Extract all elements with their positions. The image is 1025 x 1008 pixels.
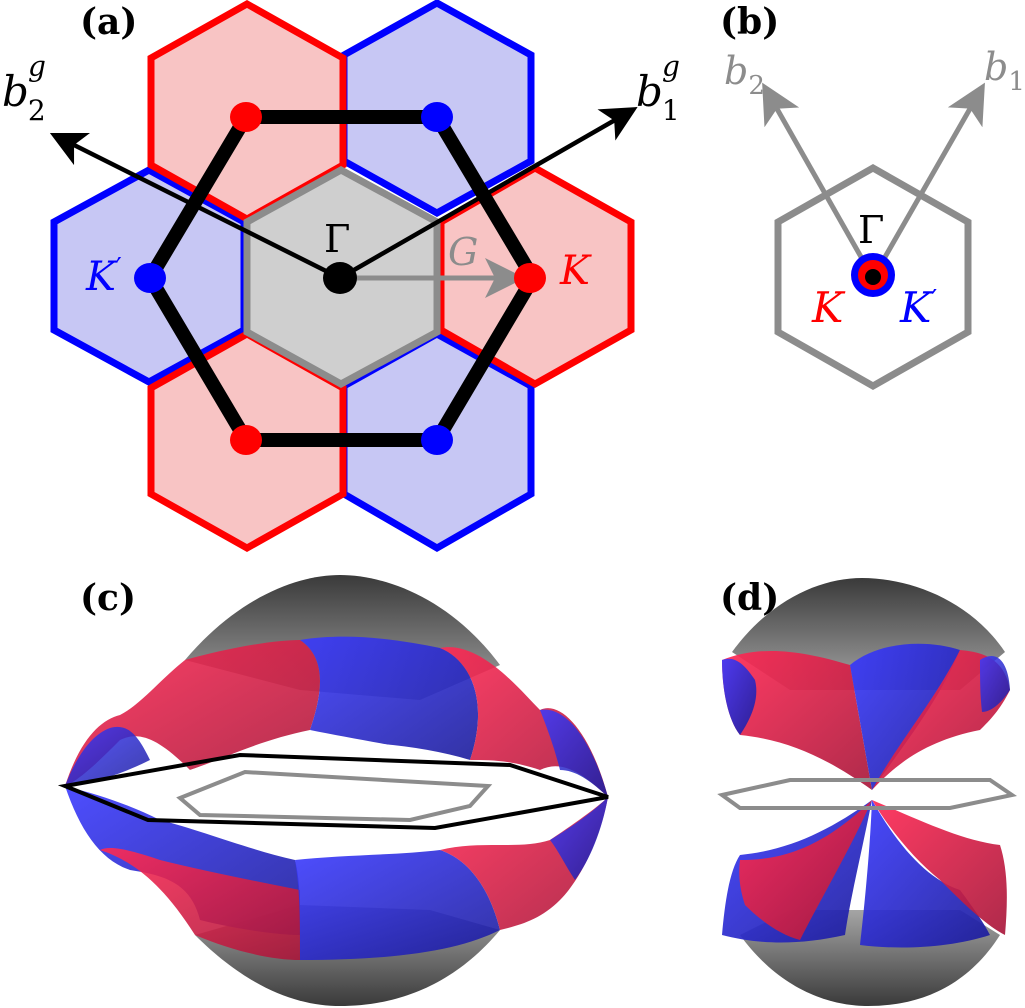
small-brillouin-zone	[774, 163, 972, 391]
band-surface-upper-red-left	[65, 640, 320, 786]
band-surface-upper-blue-right	[540, 709, 608, 797]
b1g-label: b1	[636, 67, 680, 127]
cone-upper-blue-left	[722, 658, 757, 735]
b1g-superscript: g	[662, 50, 680, 83]
vector-b2g	[49, 132, 342, 281]
small-brillouin-zone-plane-c	[176, 769, 493, 823]
cone-lower-red-left	[739, 800, 872, 940]
G-label: G	[448, 230, 478, 274]
b2-label: b2	[724, 49, 765, 101]
k-point-blue-3	[134, 263, 166, 293]
b2g-label: b2	[2, 67, 46, 127]
gamma-label-b: Γ	[858, 208, 884, 252]
panel-b: (b) Γ K K′ b2 b1	[720, 1, 1025, 391]
band-gap-left	[190, 742, 300, 810]
small-brillouin-zone-plane-d	[717, 778, 1018, 810]
cone-upper-blue-right	[980, 655, 1010, 712]
k-point-blue-2	[421, 425, 453, 455]
cone-lower-blue-right	[860, 800, 990, 948]
panel-d-label: (d)	[720, 577, 779, 619]
k-point-red-2	[514, 263, 546, 293]
band-surface-upper-blue-left	[65, 726, 150, 786]
b1-label: b1	[984, 45, 1025, 97]
K-label-b: K	[811, 283, 846, 332]
vector-b2	[762, 82, 876, 280]
panel-b-label: (b)	[720, 1, 779, 43]
Kprime-label: K′	[85, 253, 122, 300]
cone-upper-red-right	[872, 650, 1010, 790]
b2g-superscript: g	[28, 50, 46, 83]
band-surface-lower-blue-center	[295, 850, 500, 960]
panel-c-label: (c)	[80, 577, 136, 619]
vector-b1g	[338, 107, 638, 280]
K-label: K	[559, 248, 592, 294]
band-surface-upper-blue-center	[300, 636, 479, 760]
cone-upper-red-left	[722, 650, 872, 790]
Kprime-label-b: K′	[899, 283, 937, 332]
brillouin-zone-plane-c	[57, 752, 609, 831]
panel-d: (d)	[717, 577, 1018, 1006]
k-point-red-3	[230, 425, 262, 455]
cone-lower-red-right	[872, 800, 1007, 935]
k-point-blue-1	[421, 102, 453, 132]
panel-a: (a) Γ G K K′ b2 g b1 g	[2, 0, 680, 553]
cone-upper-blue-center	[850, 643, 960, 790]
band-surface-lower-blue-right	[550, 797, 608, 880]
vector-b1	[870, 82, 985, 280]
gamma-label: Γ	[324, 217, 350, 261]
band-surface-lower-red-left	[100, 848, 300, 960]
panel-a-label: (a)	[80, 1, 137, 43]
valley-center-black	[865, 269, 881, 285]
k-point-red-1	[230, 102, 262, 132]
panel-c: (c)	[57, 575, 609, 1006]
gamma-point	[323, 262, 357, 294]
